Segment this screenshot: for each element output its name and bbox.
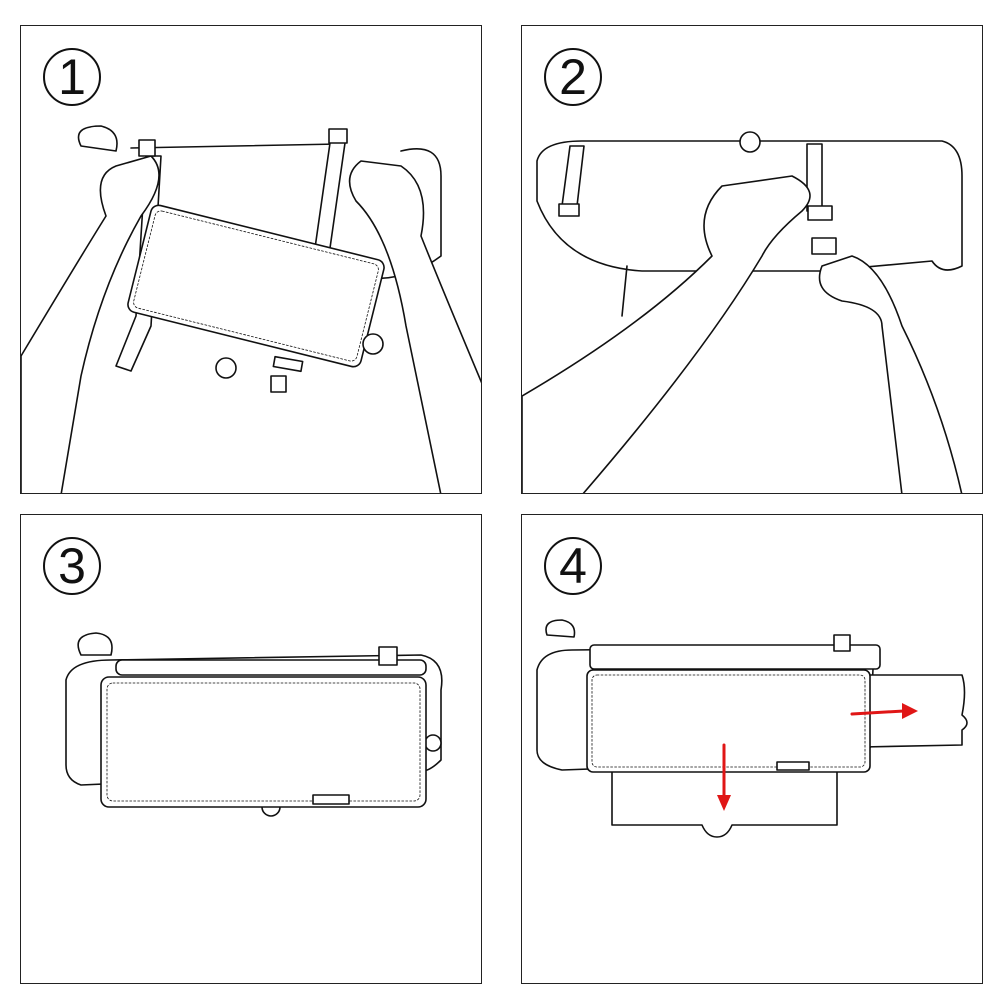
step-number-badge: 3: [43, 537, 101, 595]
installed-visor-illustration: [65, 632, 443, 817]
strap-attach-illustration: [21, 125, 481, 493]
step-number-badge: 1: [43, 48, 101, 106]
step-2-panel: 2: [521, 25, 983, 494]
step-3-panel: 3: [20, 514, 482, 984]
step-1-panel: 1: [20, 25, 482, 494]
step-number-badge: 4: [544, 537, 602, 595]
extend-panels-illustration: [536, 619, 968, 838]
step-4-panel: 4: [521, 514, 983, 984]
step-number-badge: 2: [544, 48, 602, 106]
buckle-fasten-illustration: [522, 131, 963, 493]
